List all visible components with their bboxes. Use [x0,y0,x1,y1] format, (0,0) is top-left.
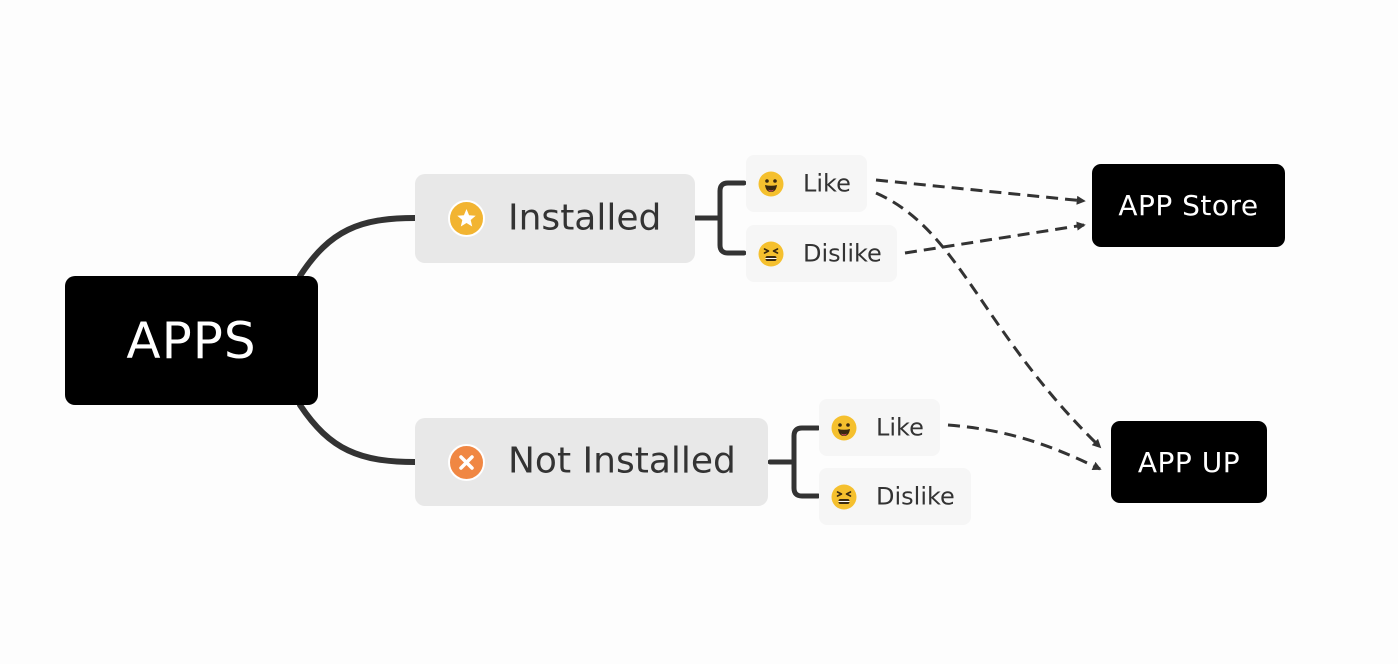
root-to-installed-connector [297,215,418,279]
target-label-app-store: APP Store [1118,189,1259,222]
not-installed-bracket [767,425,821,499]
grinning-face-icon [758,171,784,197]
target-node-app-store[interactable]: APP Store [1092,164,1285,247]
leaf-label-not-installed-like: Like [876,412,924,441]
cross-icon [448,443,485,481]
branch-label-not-installed: Not Installed [508,440,736,482]
squinting-face-icon [831,484,857,510]
leaf-node-installed-like[interactable]: Like [746,155,867,212]
leaf-node-not-installed-like[interactable]: Like [819,399,940,456]
root-node-apps[interactable]: APPS [65,276,318,405]
leaf-node-installed-dislike[interactable]: Dislike [746,225,897,282]
installed-like-to-app-store-arrow [875,178,1086,205]
star-icon [448,200,485,237]
not-installed-like-to-app-up-arrow [947,423,1102,471]
leaf-node-not-installed-dislike[interactable]: Dislike [819,468,971,525]
installed-like-to-app-up-arrow [875,191,1102,449]
installed-bracket [692,180,747,256]
root-node-label: APPS [126,311,257,370]
grinning-face-icon [831,415,857,441]
installed-dislike-to-app-store-arrow [904,221,1086,255]
leaf-label-installed-like: Like [803,168,851,197]
branch-node-not-installed[interactable]: Not Installed [415,418,768,506]
target-node-app-up[interactable]: APP UP [1111,421,1267,503]
squinting-face-icon [758,241,784,267]
root-to-not-installed-connector [297,402,418,465]
leaf-label-installed-dislike: Dislike [803,238,882,267]
leaf-label-not-installed-dislike: Dislike [876,481,955,510]
branch-label-installed: Installed [508,197,662,239]
branch-node-installed[interactable]: Installed [415,174,695,263]
target-label-app-up: APP UP [1137,445,1241,479]
